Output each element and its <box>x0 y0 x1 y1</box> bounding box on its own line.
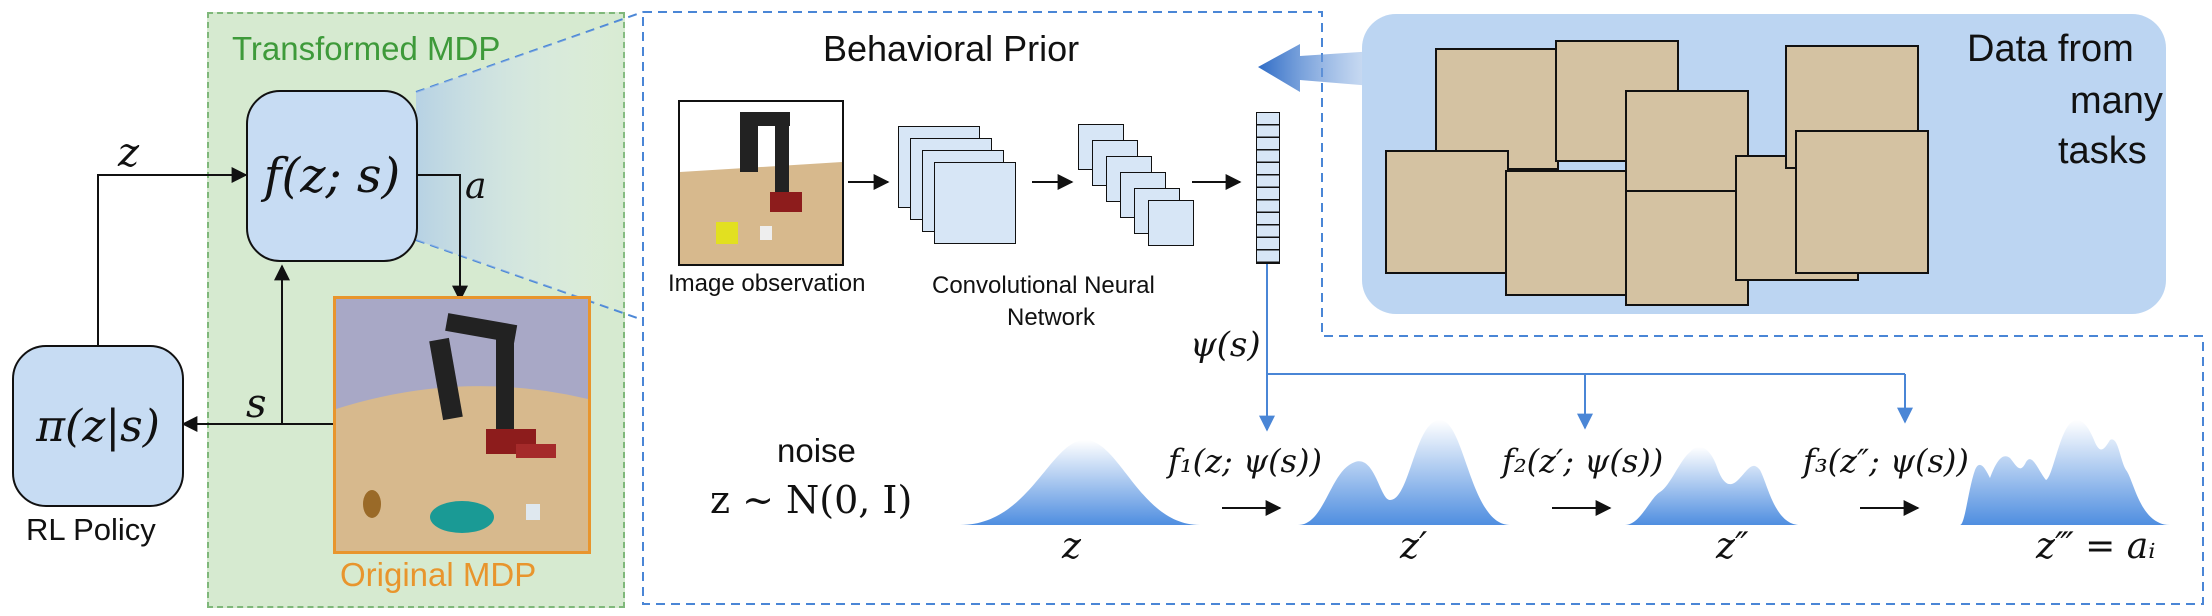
data-label-line3: tasks <box>2058 130 2147 172</box>
distribution-z <box>960 440 1200 525</box>
image-observation-label: Image observation <box>668 270 866 297</box>
z1-dist-label: z′ <box>1400 526 1428 567</box>
transformation-function-box: f(z; s) <box>246 90 418 262</box>
f1-label: f₁(z; ψ(s)) <box>1168 442 1322 480</box>
cnn-label-line1: Convolutional Neural <box>932 272 1155 299</box>
feature-vector-icon <box>1256 112 1280 264</box>
distribution-z2 <box>1625 446 1800 525</box>
robot-arm-scene-icon <box>680 102 842 264</box>
s-arrow-label: s <box>246 381 267 427</box>
distribution-z1 <box>1298 420 1510 525</box>
z2-dist-label: z″ <box>1716 526 1749 567</box>
f-label: f(z; s) <box>263 148 401 204</box>
pi-label: π(z|s) <box>36 400 160 452</box>
noise-distribution: z ∼ N(0, I) <box>710 478 913 522</box>
cnn-label-line2: Network <box>1007 304 1096 331</box>
data-label-line1: Data from <box>1967 28 2134 70</box>
z3-dist-label: z‴ = aᵢ <box>2036 526 2156 567</box>
distribution-z3 <box>1960 420 2170 525</box>
original-mdp-image <box>333 296 591 554</box>
robot-arm-scene-icon <box>336 299 588 551</box>
psi-label: ψ(s) <box>1190 325 1261 365</box>
cnn-layer-stack-2 <box>1078 124 1198 254</box>
f2-label: f₂(z′; ψ(s)) <box>1502 442 1664 480</box>
noise-label: noise <box>777 432 856 469</box>
f3-label: f₃(z″; ψ(s)) <box>1803 442 1969 480</box>
rl-policy-label: RL Policy <box>26 512 156 547</box>
z-dist-label: z <box>1062 526 1081 567</box>
original-mdp-title: Original MDP <box>340 556 537 593</box>
transformed-mdp-title: Transformed MDP <box>232 30 501 67</box>
image-observation-thumbnail <box>678 100 844 266</box>
behavioral-prior-title: Behavioral Prior <box>823 28 1080 69</box>
multitask-thumbnails-right <box>1785 45 1935 275</box>
cnn-layer-stack-1 <box>898 126 1028 256</box>
rl-policy-box: π(z|s) <box>12 345 184 507</box>
data-label-line2: many <box>2070 80 2163 122</box>
a-arrow-label: a <box>465 166 487 207</box>
z-arrow-label: z <box>118 130 140 176</box>
